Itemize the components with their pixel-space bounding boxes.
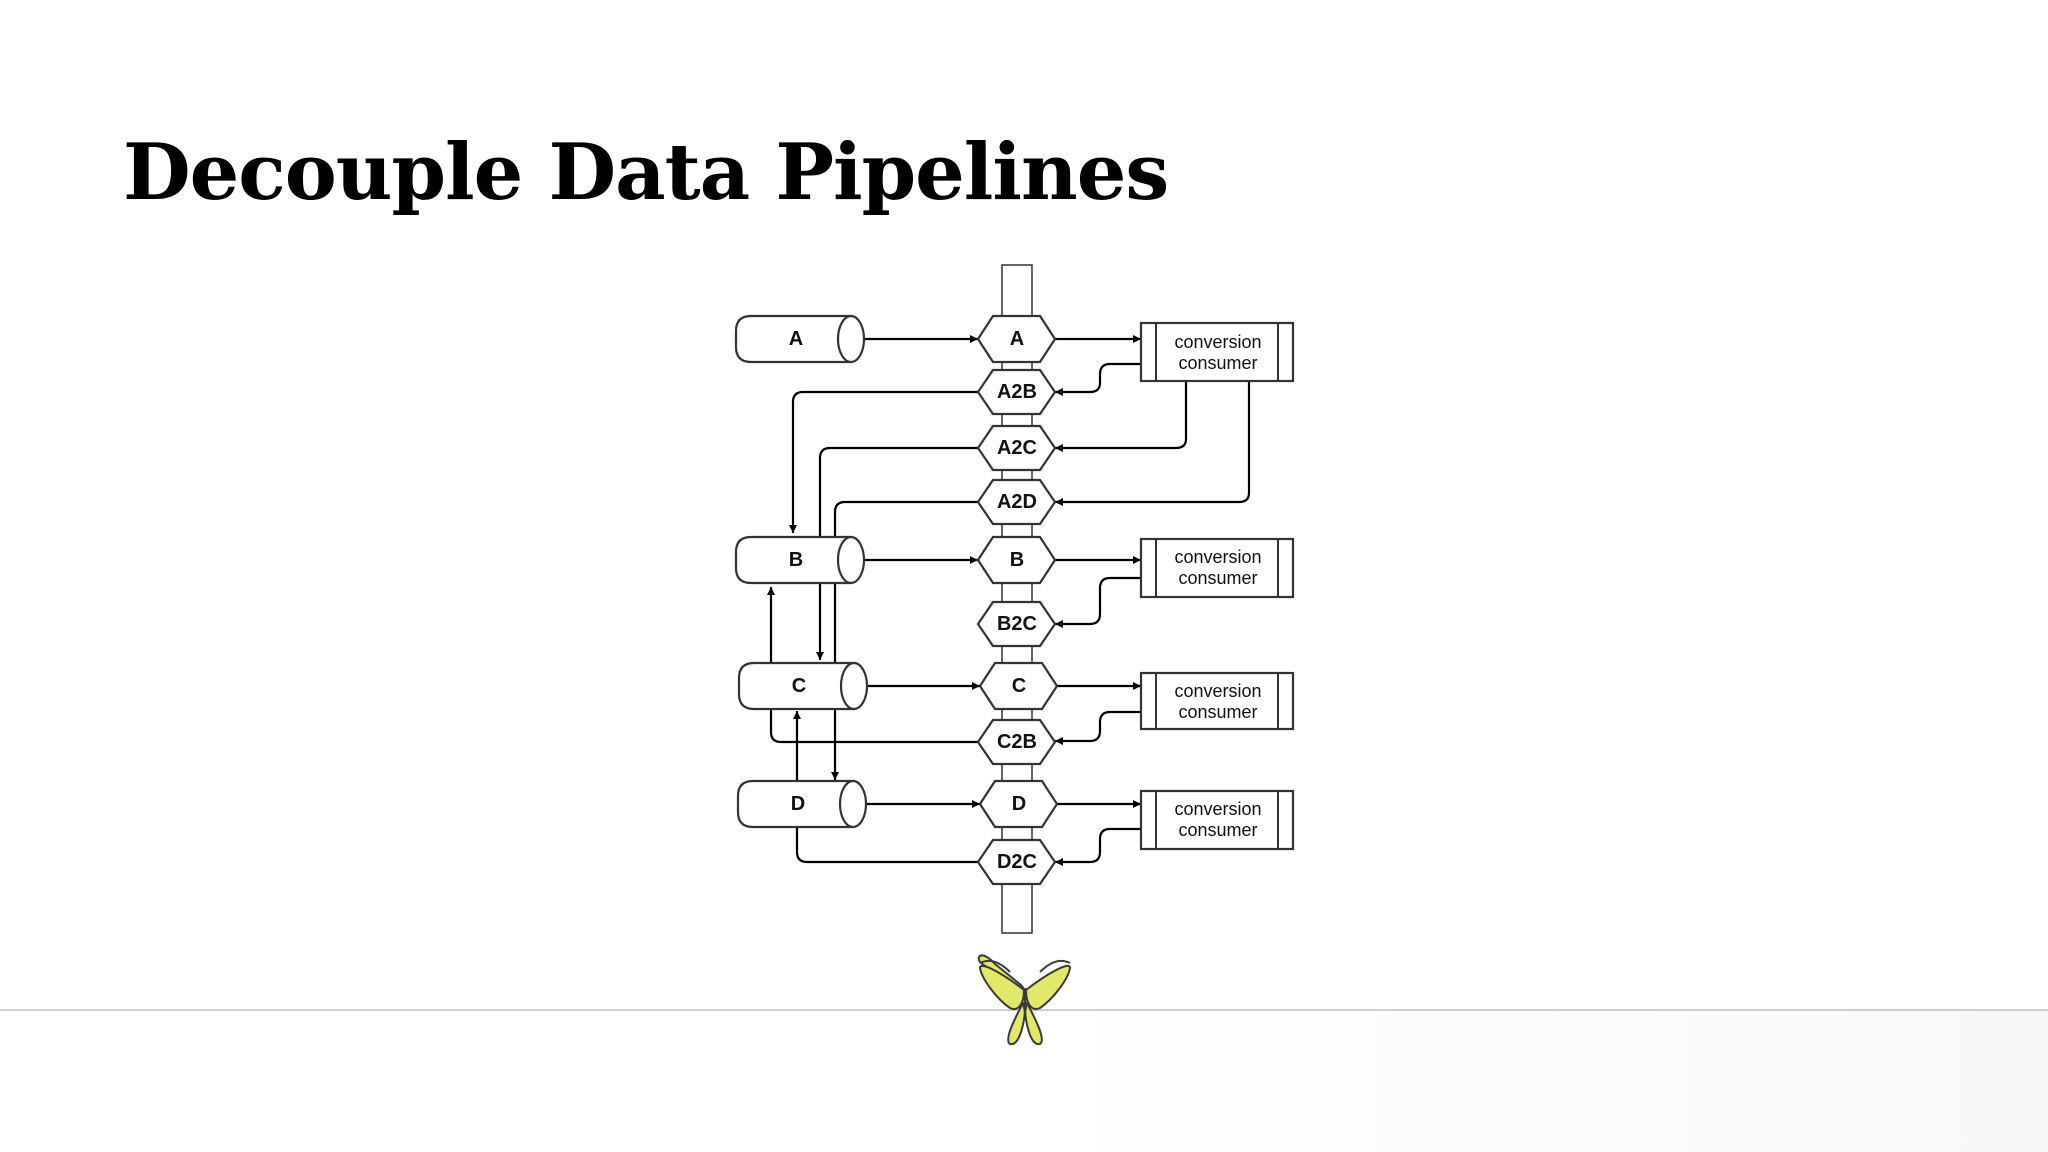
connectors <box>767 335 1251 866</box>
topic-label-b2c: B2C <box>997 613 1037 635</box>
source-label-a: A <box>789 328 803 350</box>
topic-label-c2b: C2B <box>997 731 1037 753</box>
topic-b2c: B2C <box>976 600 1057 648</box>
footer-shade <box>1040 1011 2048 1152</box>
topic-a: A <box>976 314 1057 364</box>
consumer-line2: consumer <box>1178 353 1257 373</box>
source-a: A <box>734 314 866 364</box>
topic-a2b: A2B <box>976 368 1057 416</box>
topic-label-a2b: A2B <box>997 381 1037 403</box>
consumer-line2: consumer <box>1178 568 1257 588</box>
consumer-b: conversion consumer <box>1139 537 1295 599</box>
source-label-b: B <box>789 549 803 571</box>
consumer-line1: conversion <box>1174 681 1261 701</box>
topic-label-d: D <box>1012 793 1026 815</box>
consumer-line2: consumer <box>1178 820 1257 840</box>
topic-d: D <box>978 779 1059 829</box>
consumer-line1: conversion <box>1174 547 1261 567</box>
topic-d2c: D2C <box>976 838 1057 886</box>
topic-label-c: C <box>1012 675 1026 697</box>
butterfly-logo <box>977 954 1071 1046</box>
consumer-line1: conversion <box>1174 799 1261 819</box>
topic-a2c: A2C <box>976 424 1057 472</box>
source-label-c: C <box>792 675 806 697</box>
consumer-line1: conversion <box>1174 332 1261 352</box>
source-b: B <box>734 535 866 585</box>
topic-label-a2c: A2C <box>997 437 1037 459</box>
source-d: D <box>736 779 868 829</box>
topic-label-a: A <box>1010 328 1024 350</box>
topic-c2b: C2B <box>976 718 1057 766</box>
source-label-d: D <box>791 793 805 815</box>
topic-c: C <box>978 661 1059 711</box>
slide-title: Decouple Data Pipelines <box>123 127 1169 218</box>
topic-bus <box>1001 264 1033 934</box>
consumer-a: conversion consumer <box>1139 321 1295 383</box>
source-c: C <box>737 661 869 711</box>
topic-label-d2c: D2C <box>997 851 1037 873</box>
consumer-line2: consumer <box>1178 702 1257 722</box>
topic-label-a2d: A2D <box>997 491 1037 513</box>
topic-a2d: A2D <box>976 478 1057 526</box>
consumer-d: conversion consumer <box>1139 789 1295 851</box>
topic-b: B <box>976 535 1057 585</box>
topic-label-b: B <box>1010 549 1024 571</box>
consumer-c: conversion consumer <box>1139 671 1295 731</box>
